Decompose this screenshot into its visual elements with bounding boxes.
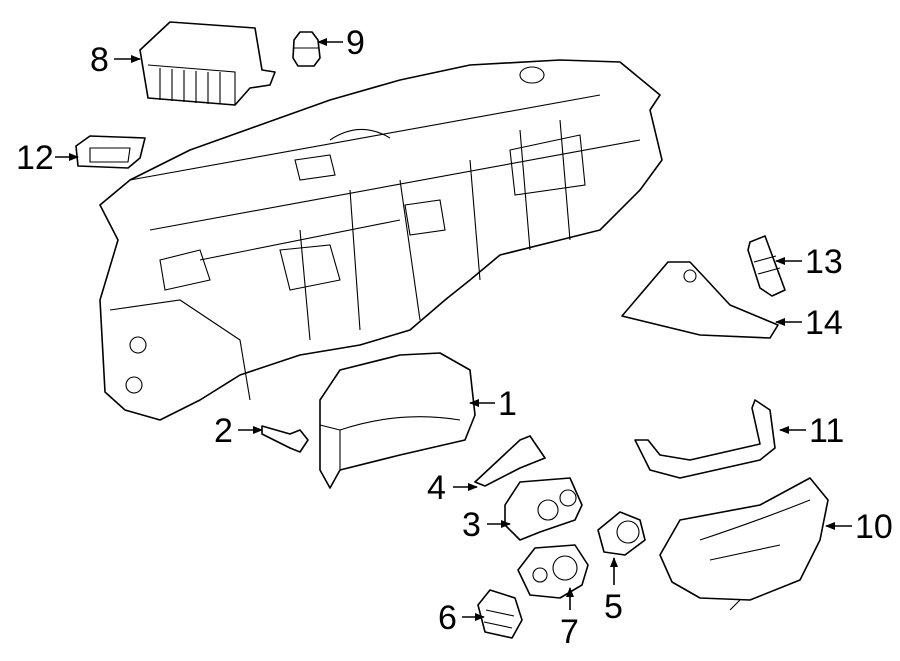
callout-3: 3	[462, 506, 481, 544]
knob-module-5	[597, 511, 646, 556]
leader-arrows	[55, 38, 852, 621]
clip-9	[292, 31, 321, 67]
callout-12: 12	[16, 139, 54, 177]
callout-2: 2	[214, 412, 233, 450]
switch-block-6	[477, 589, 523, 639]
trim-strip-4	[474, 435, 546, 487]
callout-11: 11	[809, 412, 844, 450]
callout-8: 8	[90, 41, 109, 79]
callout-6: 6	[438, 599, 457, 637]
callout-13: 13	[805, 243, 843, 281]
control-module-8	[139, 21, 276, 106]
callout-1: 1	[498, 385, 517, 423]
callout-9: 9	[346, 24, 365, 62]
callout-labels: 1 2 3 4 5 6 7 8 9 10 11 12 13 14	[16, 24, 893, 651]
bolt-2	[261, 425, 309, 453]
callout-5: 5	[604, 588, 623, 626]
callout-10: 10	[855, 508, 893, 546]
callout-7: 7	[560, 613, 579, 651]
control-panel-3	[504, 477, 583, 541]
switch-12	[75, 135, 146, 169]
console-bezel-10	[659, 477, 829, 611]
instrument-panel-frame	[99, 59, 663, 421]
instrument-cluster-1	[319, 352, 476, 489]
callout-14: 14	[805, 304, 843, 342]
switch-13	[747, 235, 786, 297]
trim-panel-14	[621, 261, 779, 339]
bracket-11	[634, 399, 776, 479]
switch-panel-7	[517, 544, 589, 599]
callout-4: 4	[427, 469, 446, 507]
